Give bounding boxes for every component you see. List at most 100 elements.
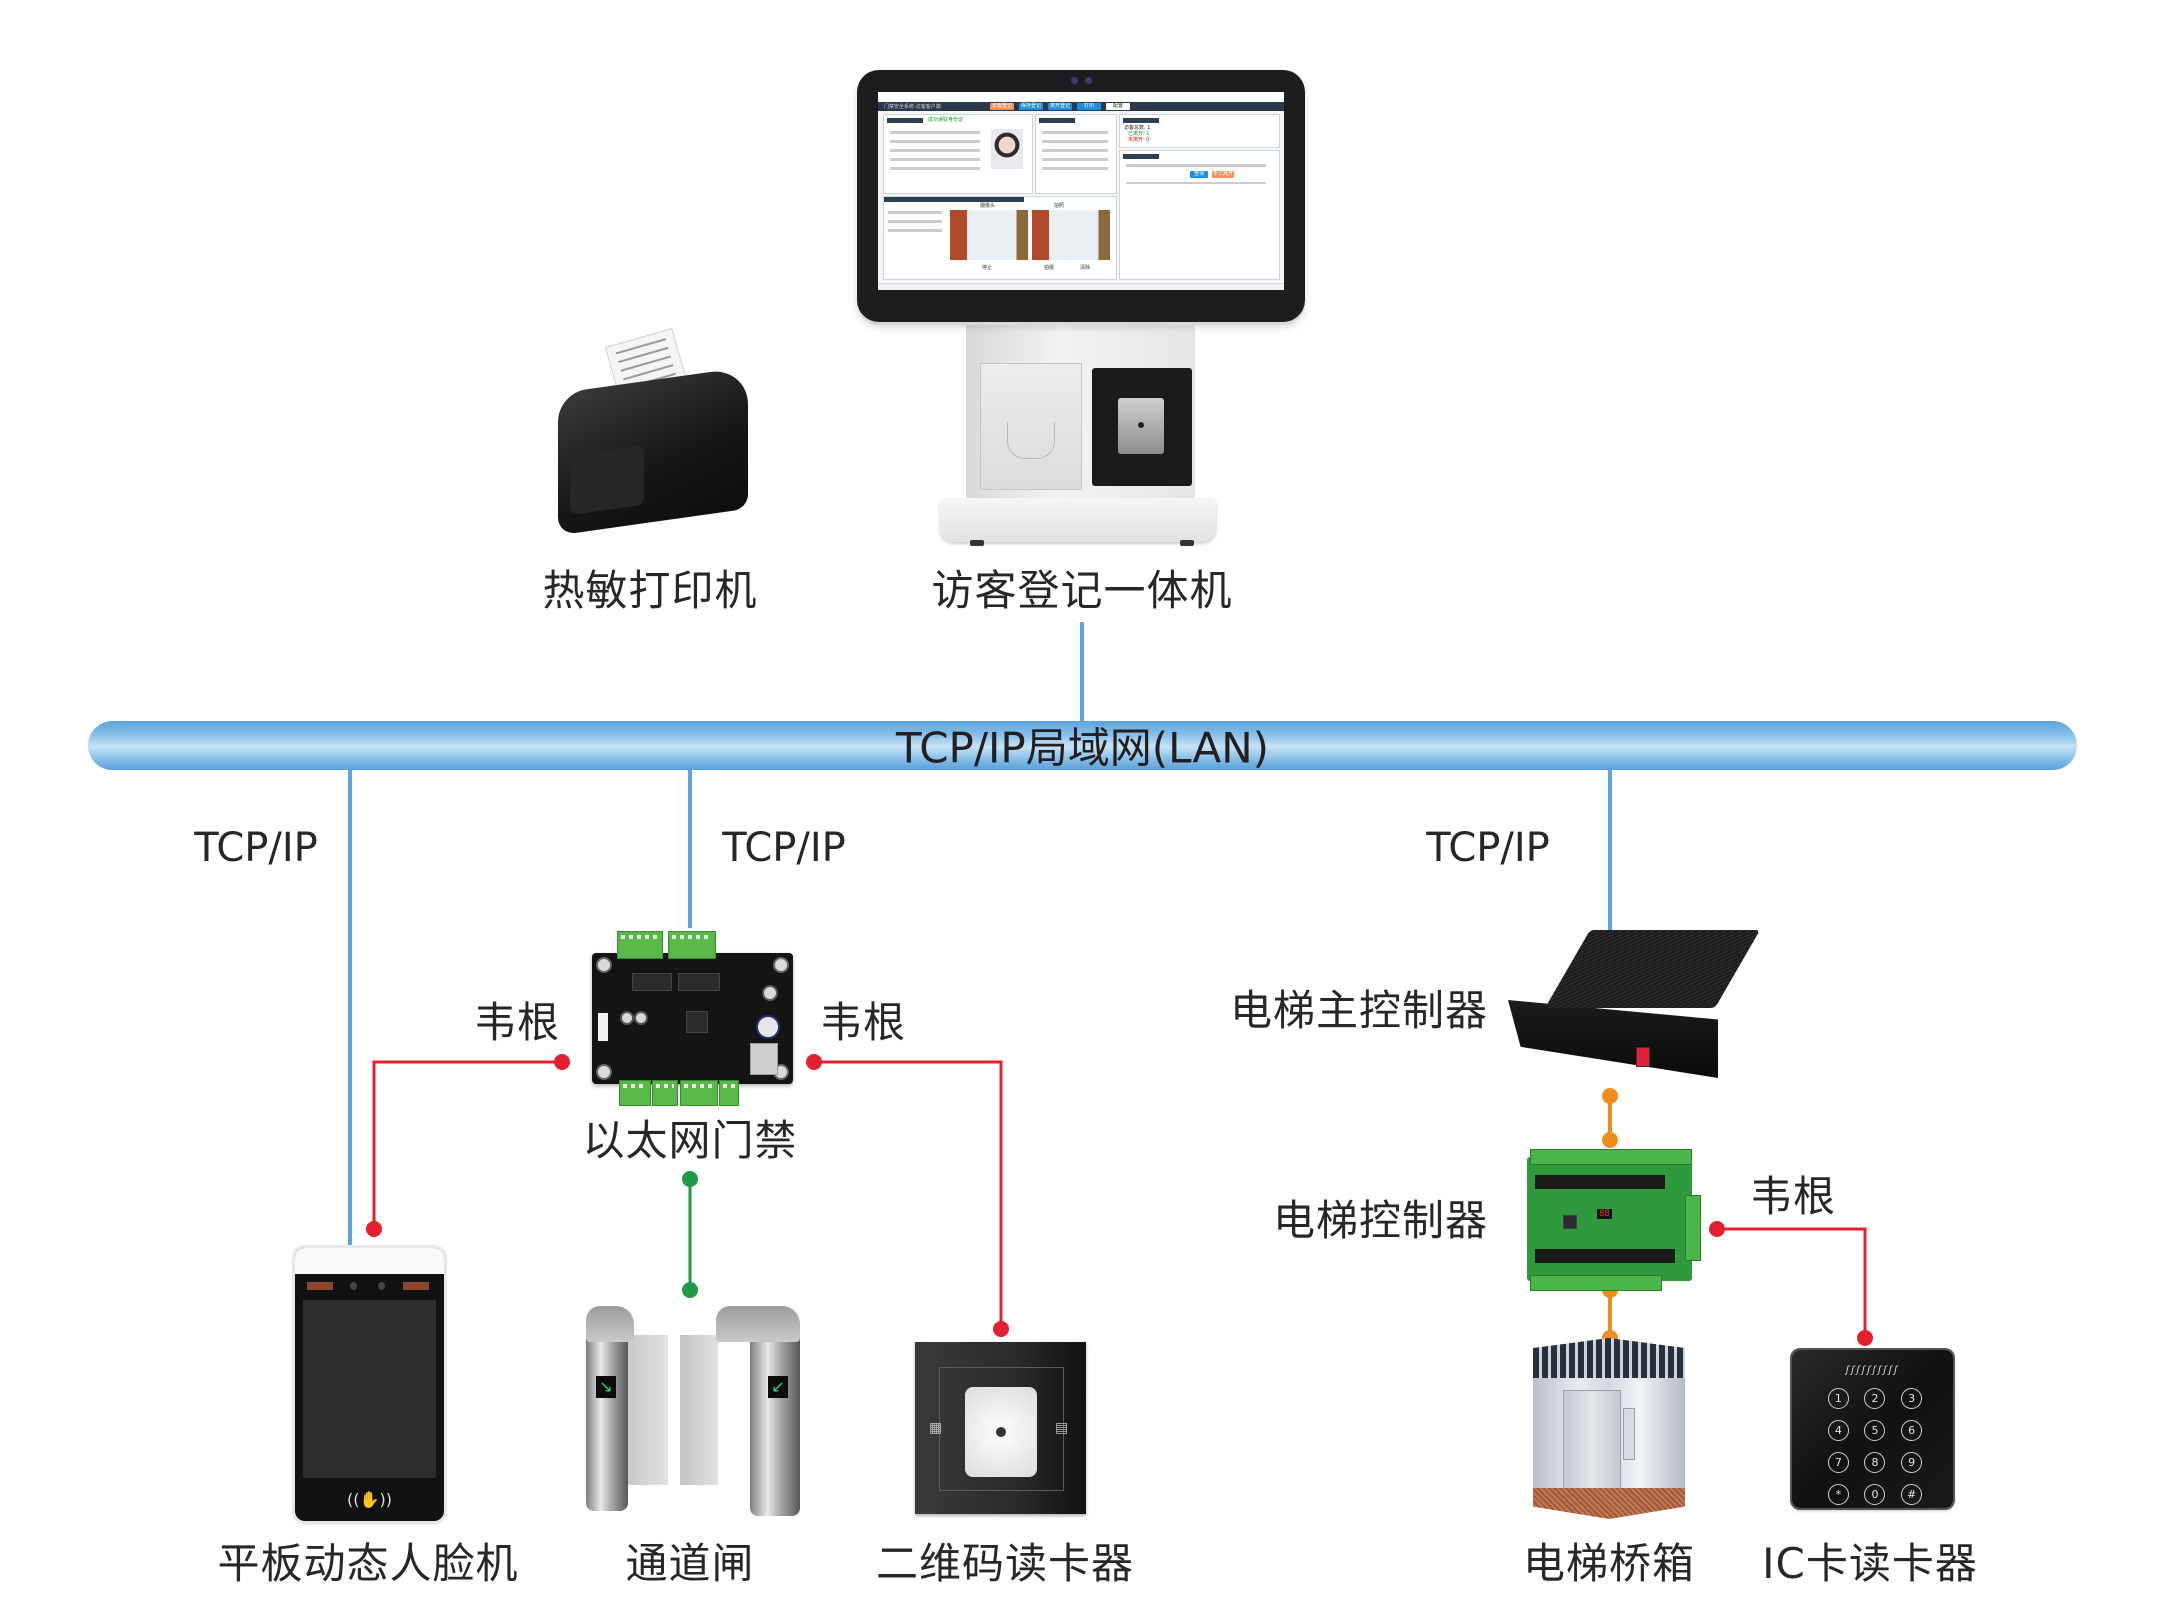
ir-light [403,1282,429,1290]
key-9[interactable]: 9 [1901,1452,1923,1473]
key-hash[interactable]: # [1901,1484,1923,1505]
access-controller-label: 以太网门禁 [582,1116,798,1165]
clear-button[interactable]: 清除 [1080,265,1091,271]
kiosk-printer-slot [980,363,1082,490]
segment-display: 88 [1597,1209,1612,1219]
leave-register-button[interactable]: 离开登记 [1048,103,1072,110]
query-panel: 查询 手工离开 [1119,150,1280,280]
query-button[interactable]: 查询 [1190,171,1208,178]
lan-bus: TCP/IP局域网(LAN) [88,721,2077,772]
tablet-screen [303,1300,436,1478]
turnstile-label: 通道闸 [625,1539,755,1588]
lens-icon [350,1282,357,1290]
wiegand-label-elevator: 韦根 [1749,1172,1837,1221]
kiosk-id-reader [1092,368,1192,486]
stat-remaining-label: 未离开: [1128,137,1145,143]
face-tablet-label: 平板动态人脸机 [217,1539,519,1588]
print-button[interactable]: 打印 [1077,103,1101,110]
key-5[interactable]: 5 [1864,1420,1886,1441]
stat-remaining-value: 0 [1146,137,1150,143]
kiosk-base [940,498,1216,542]
key-0[interactable]: 0 [1864,1484,1886,1505]
save-register-button[interactable]: 保存登记 [1019,103,1043,110]
camera-icon [1071,77,1078,84]
id-read-status: 成功读取身份证 [928,117,964,123]
key-2[interactable]: 2 [1864,1388,1886,1409]
config-button[interactable]: 配置 [1106,103,1130,110]
elevator-car [1533,1338,1685,1519]
capture-panel: 摄像头 拍照 停止 拍摄 清除 [883,196,1117,280]
lens-icon [378,1282,385,1290]
tcpip-label-middle: TCP/IP [722,825,846,871]
kiosk-monitor: 门禁安全系统-访客客户端 访客登记 保存登记 离开登记 打印 配置 成功读取身份… [857,70,1305,322]
elevator-car-label: 电梯桥箱 [1522,1539,1696,1588]
face-recognition-tablet: ((✋)) [295,1248,444,1521]
elevator-dot [1602,1132,1618,1148]
visitor-register-button[interactable]: 访客登记 [990,103,1014,110]
elevator-door [1563,1390,1621,1494]
camera-tab[interactable]: 摄像头 [980,203,996,209]
stat-total-label: 访客总数: [1124,125,1146,131]
qr-code-reader: ▦ ▤ [915,1342,1086,1514]
pcb: 88 [1527,1157,1692,1281]
thermal-printer-label: 热敏打印机 [542,566,758,615]
capture-button[interactable]: 拍摄 [1044,265,1055,271]
wiegand-dot [806,1054,822,1070]
visitor-info-panel: 成功读取身份证 [883,114,1033,194]
wiegand-dot [1709,1221,1725,1237]
wiegand-link-ic-reader [1717,1227,1867,1338]
key-6[interactable]: 6 [1901,1420,1923,1441]
key-1[interactable]: 1 [1827,1388,1849,1409]
stats-panel: 访客总数: 1 已离开: 1 未离开: 0 [1119,114,1280,148]
stat-left-value: 1 [1146,131,1150,137]
wiegand-label-left: 韦根 [473,998,561,1047]
arrow-icon: ↘ [596,1376,616,1398]
arrow-icon: ↙ [768,1376,788,1398]
scan-window [965,1387,1037,1477]
wiegand-dot [1857,1330,1873,1346]
wiegand-dot [993,1321,1009,1337]
elevator-controller-label: 电梯控制器 [1272,1196,1488,1245]
stop-button[interactable]: 停止 [982,265,993,271]
photo-tab[interactable]: 拍照 [1054,203,1065,209]
key-7[interactable]: 7 [1827,1452,1849,1473]
gate-dot [682,1171,698,1187]
wiegand-link-qr-reader [814,1060,1003,1329]
elevator-button-panel [1623,1408,1635,1460]
tcpip-label-left: TCP/IP [194,825,318,871]
ic-reader-label: IC卡读卡器 [1762,1539,1978,1588]
visited-info-panel [1035,114,1117,194]
card-tap-icon: ▤ [1055,1420,1069,1436]
key-3[interactable]: 3 [1901,1388,1923,1409]
app-titlebar: 门禁安全系统-访客客户端 访客登记 保存登记 离开登记 打印 配置 [878,102,1284,111]
wiegand-dot [554,1054,570,1070]
kiosk-screen: 门禁安全系统-访客客户端 访客登记 保存登记 离开登记 打印 配置 成功读取身份… [878,92,1284,290]
gate-dot [682,1282,698,1298]
ir-light [307,1282,333,1290]
stat-total-value: 1 [1147,125,1151,131]
pcb [592,953,793,1084]
kiosk-foot [970,540,984,546]
nfc-icon: ((✋)) [347,1490,392,1509]
kiosk-foot [1180,540,1194,546]
status-bar [878,283,1284,290]
key-star[interactable]: * [1827,1484,1849,1505]
camera-icon [1085,77,1092,84]
key-4[interactable]: 4 [1827,1420,1849,1441]
manual-leave-button[interactable]: 手工离开 [1212,171,1234,178]
photo-preview [1032,210,1110,260]
visitor-photo [991,129,1023,169]
tcpip-label-right: TCP/IP [1426,825,1550,871]
visitor-kiosk-label: 访客登记一体机 [931,566,1233,615]
qr-code-icon: ▦ [929,1420,943,1436]
camera-feed [950,210,1028,260]
wiegand-link-face-tablet [372,1060,562,1229]
key-8[interactable]: 8 [1864,1452,1886,1473]
wiegand-dot [366,1221,382,1237]
elevator-dot [1602,1088,1618,1104]
app-title: 门禁安全系统-访客客户端 [884,104,941,110]
rfid-wave-icon: ʃʃʃʃʃʃʃʃʃʃ [1845,1365,1900,1376]
elevator-main-controller-label: 电梯主控制器 [1229,986,1488,1035]
qr-reader-label: 二维码读卡器 [875,1539,1135,1588]
wiegand-label-right: 韦根 [819,998,907,1047]
